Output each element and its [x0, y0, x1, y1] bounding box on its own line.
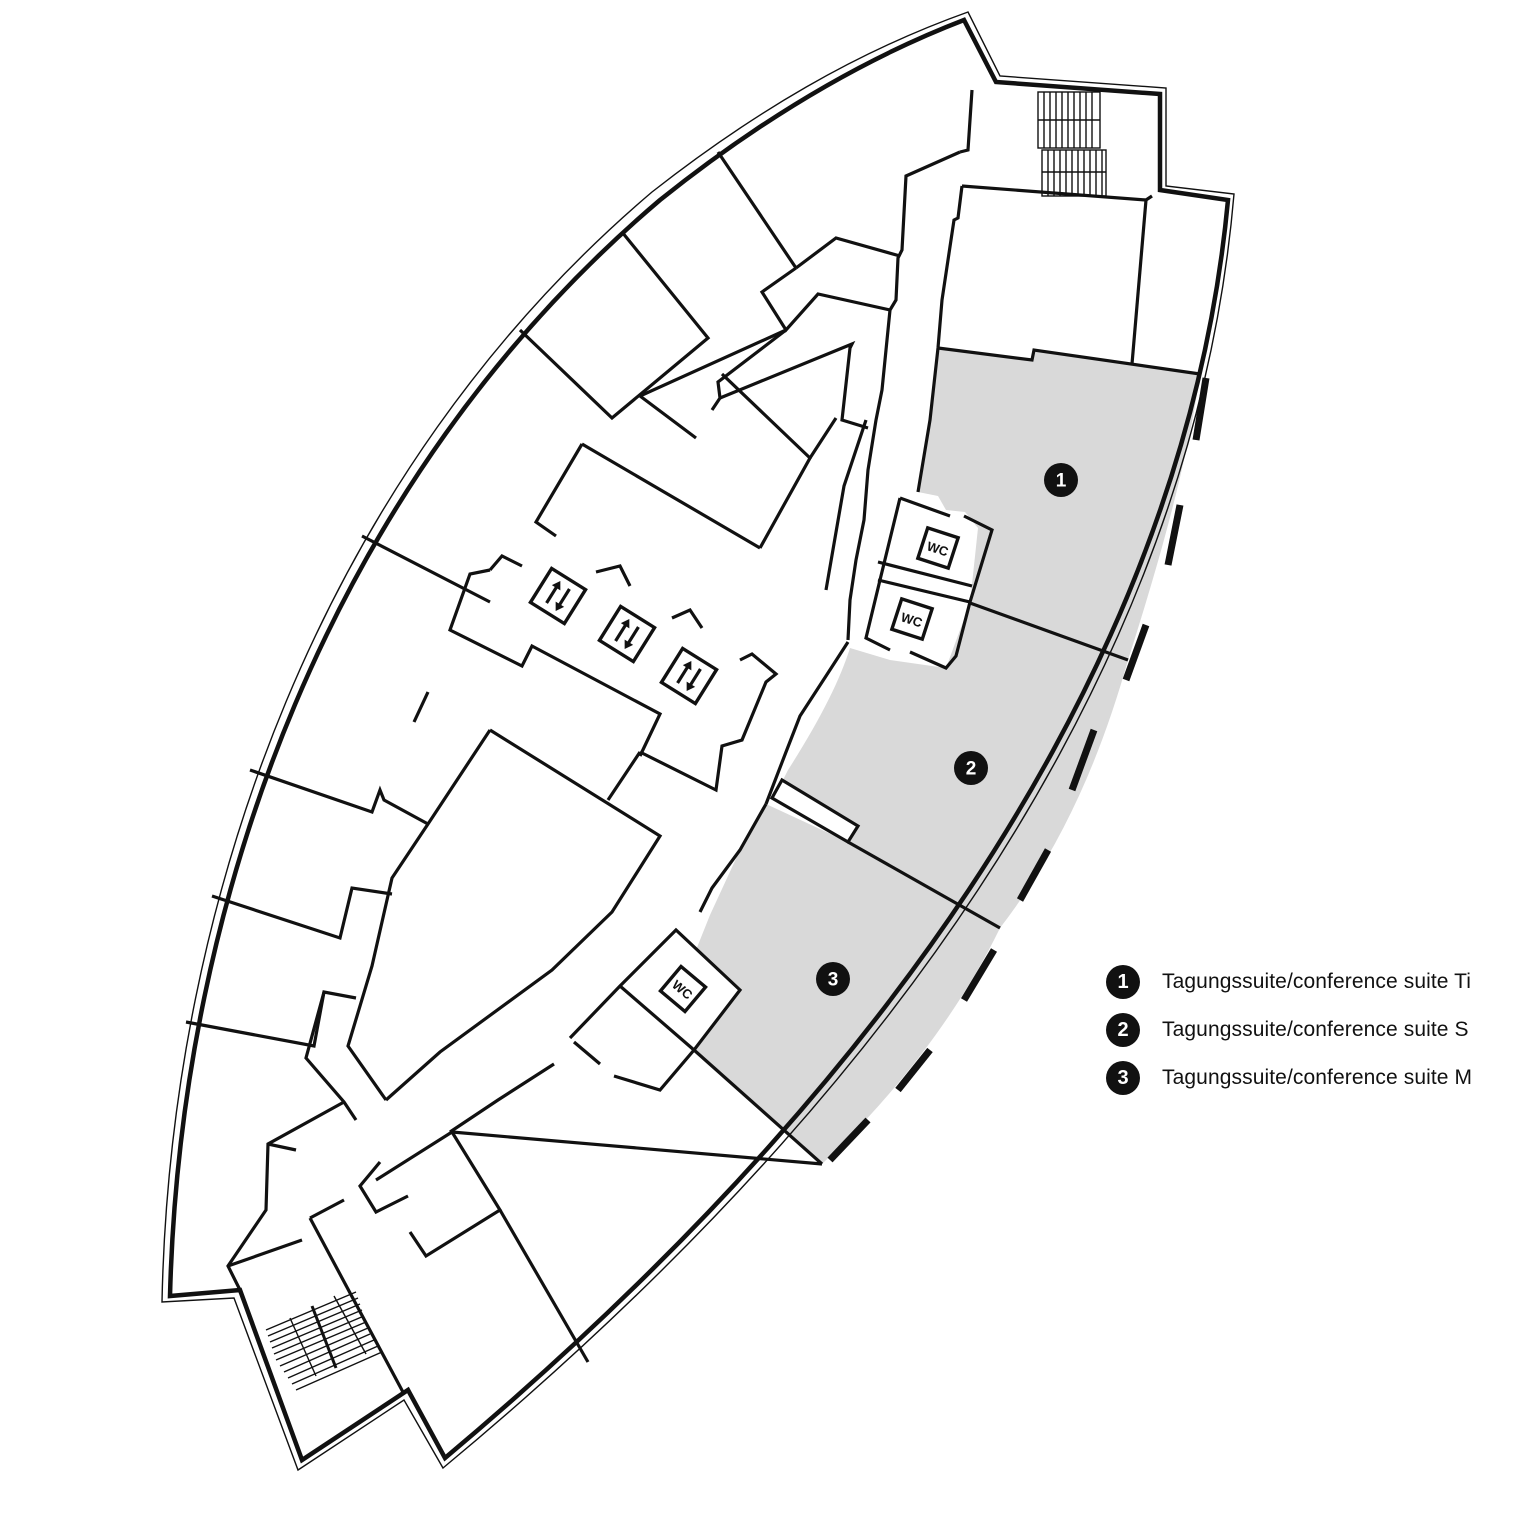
suite-1-area[interactable] — [918, 348, 1200, 660]
suite-1-marker[interactable]: 1 — [1044, 463, 1078, 497]
elevator-3[interactable] — [659, 646, 719, 706]
number-badge-icon: 1 — [1106, 965, 1140, 999]
legend-label: Tagungssuite/conference suite Ti — [1162, 970, 1472, 993]
wc-box-icon — [889, 596, 935, 642]
legend-label: Tagungssuite/conference suite M — [1162, 1066, 1473, 1089]
wc-3[interactable]: WC — [658, 964, 708, 1014]
svg-text:3: 3 — [828, 970, 839, 991]
elevator-1[interactable] — [528, 566, 588, 626]
elevator-2[interactable] — [597, 604, 657, 664]
elevator-box-icon — [659, 646, 719, 706]
window-piers — [827, 377, 1210, 1163]
elevators — [528, 566, 719, 706]
legend-item-1[interactable]: 1 Tagungssuite/conference suite Ti — [1106, 958, 1472, 1006]
elevator-up-down-icon — [545, 580, 571, 612]
suite-3-marker[interactable]: 3 — [816, 962, 850, 996]
elevator-box-icon — [597, 604, 657, 664]
wc-box-icon — [915, 525, 961, 571]
wc-box-icon — [658, 964, 708, 1014]
svg-text:2: 2 — [966, 759, 977, 780]
suite-markers: 1 2 3 — [816, 463, 1078, 996]
elevator-up-down-icon — [614, 618, 640, 650]
svg-text:1: 1 — [1056, 471, 1067, 492]
legend: 1 Tagungssuite/conference suite Ti 2 Tag… — [1106, 958, 1472, 1102]
number-badge-icon: 2 — [1106, 1013, 1140, 1047]
elevator-box-icon — [528, 566, 588, 626]
stairs-northeast — [1037, 91, 1107, 197]
legend-item-2[interactable]: 2 Tagungssuite/conference suite S — [1106, 1006, 1472, 1054]
restrooms: WC WC WC — [658, 525, 961, 1014]
legend-item-3[interactable]: 3 Tagungssuite/conference suite M — [1106, 1054, 1472, 1102]
wc-label: WC — [925, 538, 951, 559]
wc-2[interactable]: WC — [889, 596, 935, 642]
wc-label: WC — [899, 609, 925, 630]
suite-2-marker[interactable]: 2 — [954, 751, 988, 785]
elevator-up-down-icon — [676, 660, 702, 692]
legend-label: Tagungssuite/conference suite S — [1162, 1018, 1469, 1041]
stairs-southwest — [265, 1291, 383, 1391]
interior-walls — [185, 89, 1201, 1395]
wc-1[interactable]: WC — [915, 525, 961, 571]
number-badge-icon: 3 — [1106, 1061, 1140, 1095]
outer-envelope — [161, 11, 1235, 1472]
